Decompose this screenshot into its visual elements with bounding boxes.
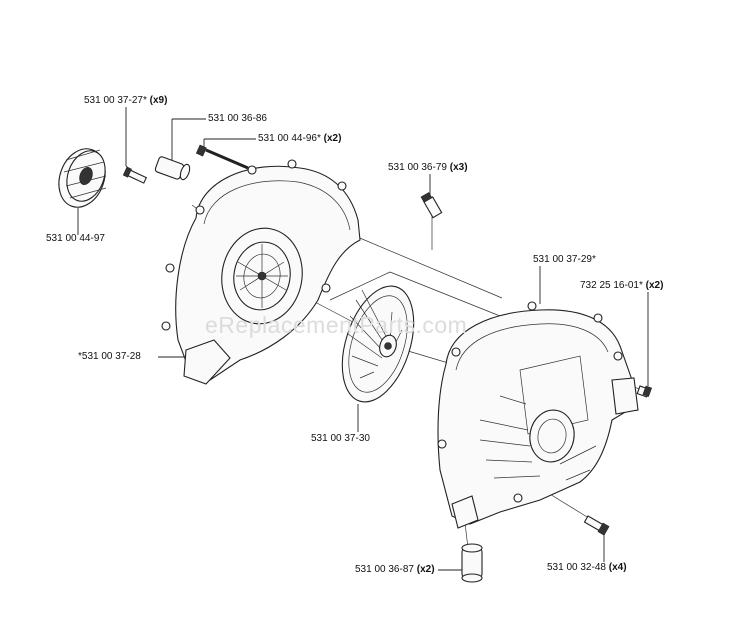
callout-531-00-36-79: 531 00 36-79 (x3) [388,162,468,174]
fan-housing-outer-part [437,301,639,529]
quantity: (x3) [449,162,468,173]
part-number: 531 00 44-96* [258,133,321,144]
screw-part-x9 [122,166,148,184]
callout-531-00-37-27: 531 00 37-27* (x9) [84,95,167,107]
bolt-part-x2 [195,144,249,170]
callout-531-00-37-30: 531 00 37-30 [311,433,370,445]
bushing-part-x2 [461,543,483,583]
callout-531-00-44-96: 531 00 44-96* (x2) [258,133,341,145]
part-number: 531 00 37-30 [311,433,370,444]
quantity: (x2) [645,280,664,291]
part-number: 531 00 36-79 [388,162,447,173]
screw-part-732 [636,385,653,398]
callout-531-00-37-28: *531 00 37-28 [78,351,141,363]
flywheel-part [58,148,107,208]
callout-531-00-44-97: 531 00 44-97 [46,233,105,245]
part-number: 531 00 44-97 [46,233,105,244]
part-number: 531 00 37-29* [533,254,596,265]
part-number: 531 00 36-87 [355,564,414,575]
impeller-fan-part [341,285,415,403]
quantity: (x2) [323,133,342,144]
fan-housing-inner-part [161,159,361,385]
screw-part-x3 [420,192,443,219]
quantity: (x2) [416,564,435,575]
part-number: *531 00 37-28 [78,351,141,362]
part-number: 732 25 16-01* [580,280,643,291]
part-number: 531 00 32-48 [547,562,606,573]
callout-531-00-37-29: 531 00 37-29* [533,254,596,266]
callout-531-00-32-48: 531 00 32-48 (x4) [547,562,627,574]
quantity: (x9) [149,95,168,106]
callout-732-25-16-01: 732 25 16-01* (x2) [580,280,663,292]
part-number: 531 00 36-86 [208,113,267,124]
part-number: 531 00 37-27* [84,95,147,106]
callout-531-00-36-87: 531 00 36-87 (x2) [355,564,435,576]
spacer-part [154,156,191,181]
callout-531-00-36-86: 531 00 36-86 [208,113,267,125]
quantity: (x4) [608,562,627,573]
screw-part-x4 [583,515,610,536]
watermark: eReplacementParts.com [205,312,468,338]
